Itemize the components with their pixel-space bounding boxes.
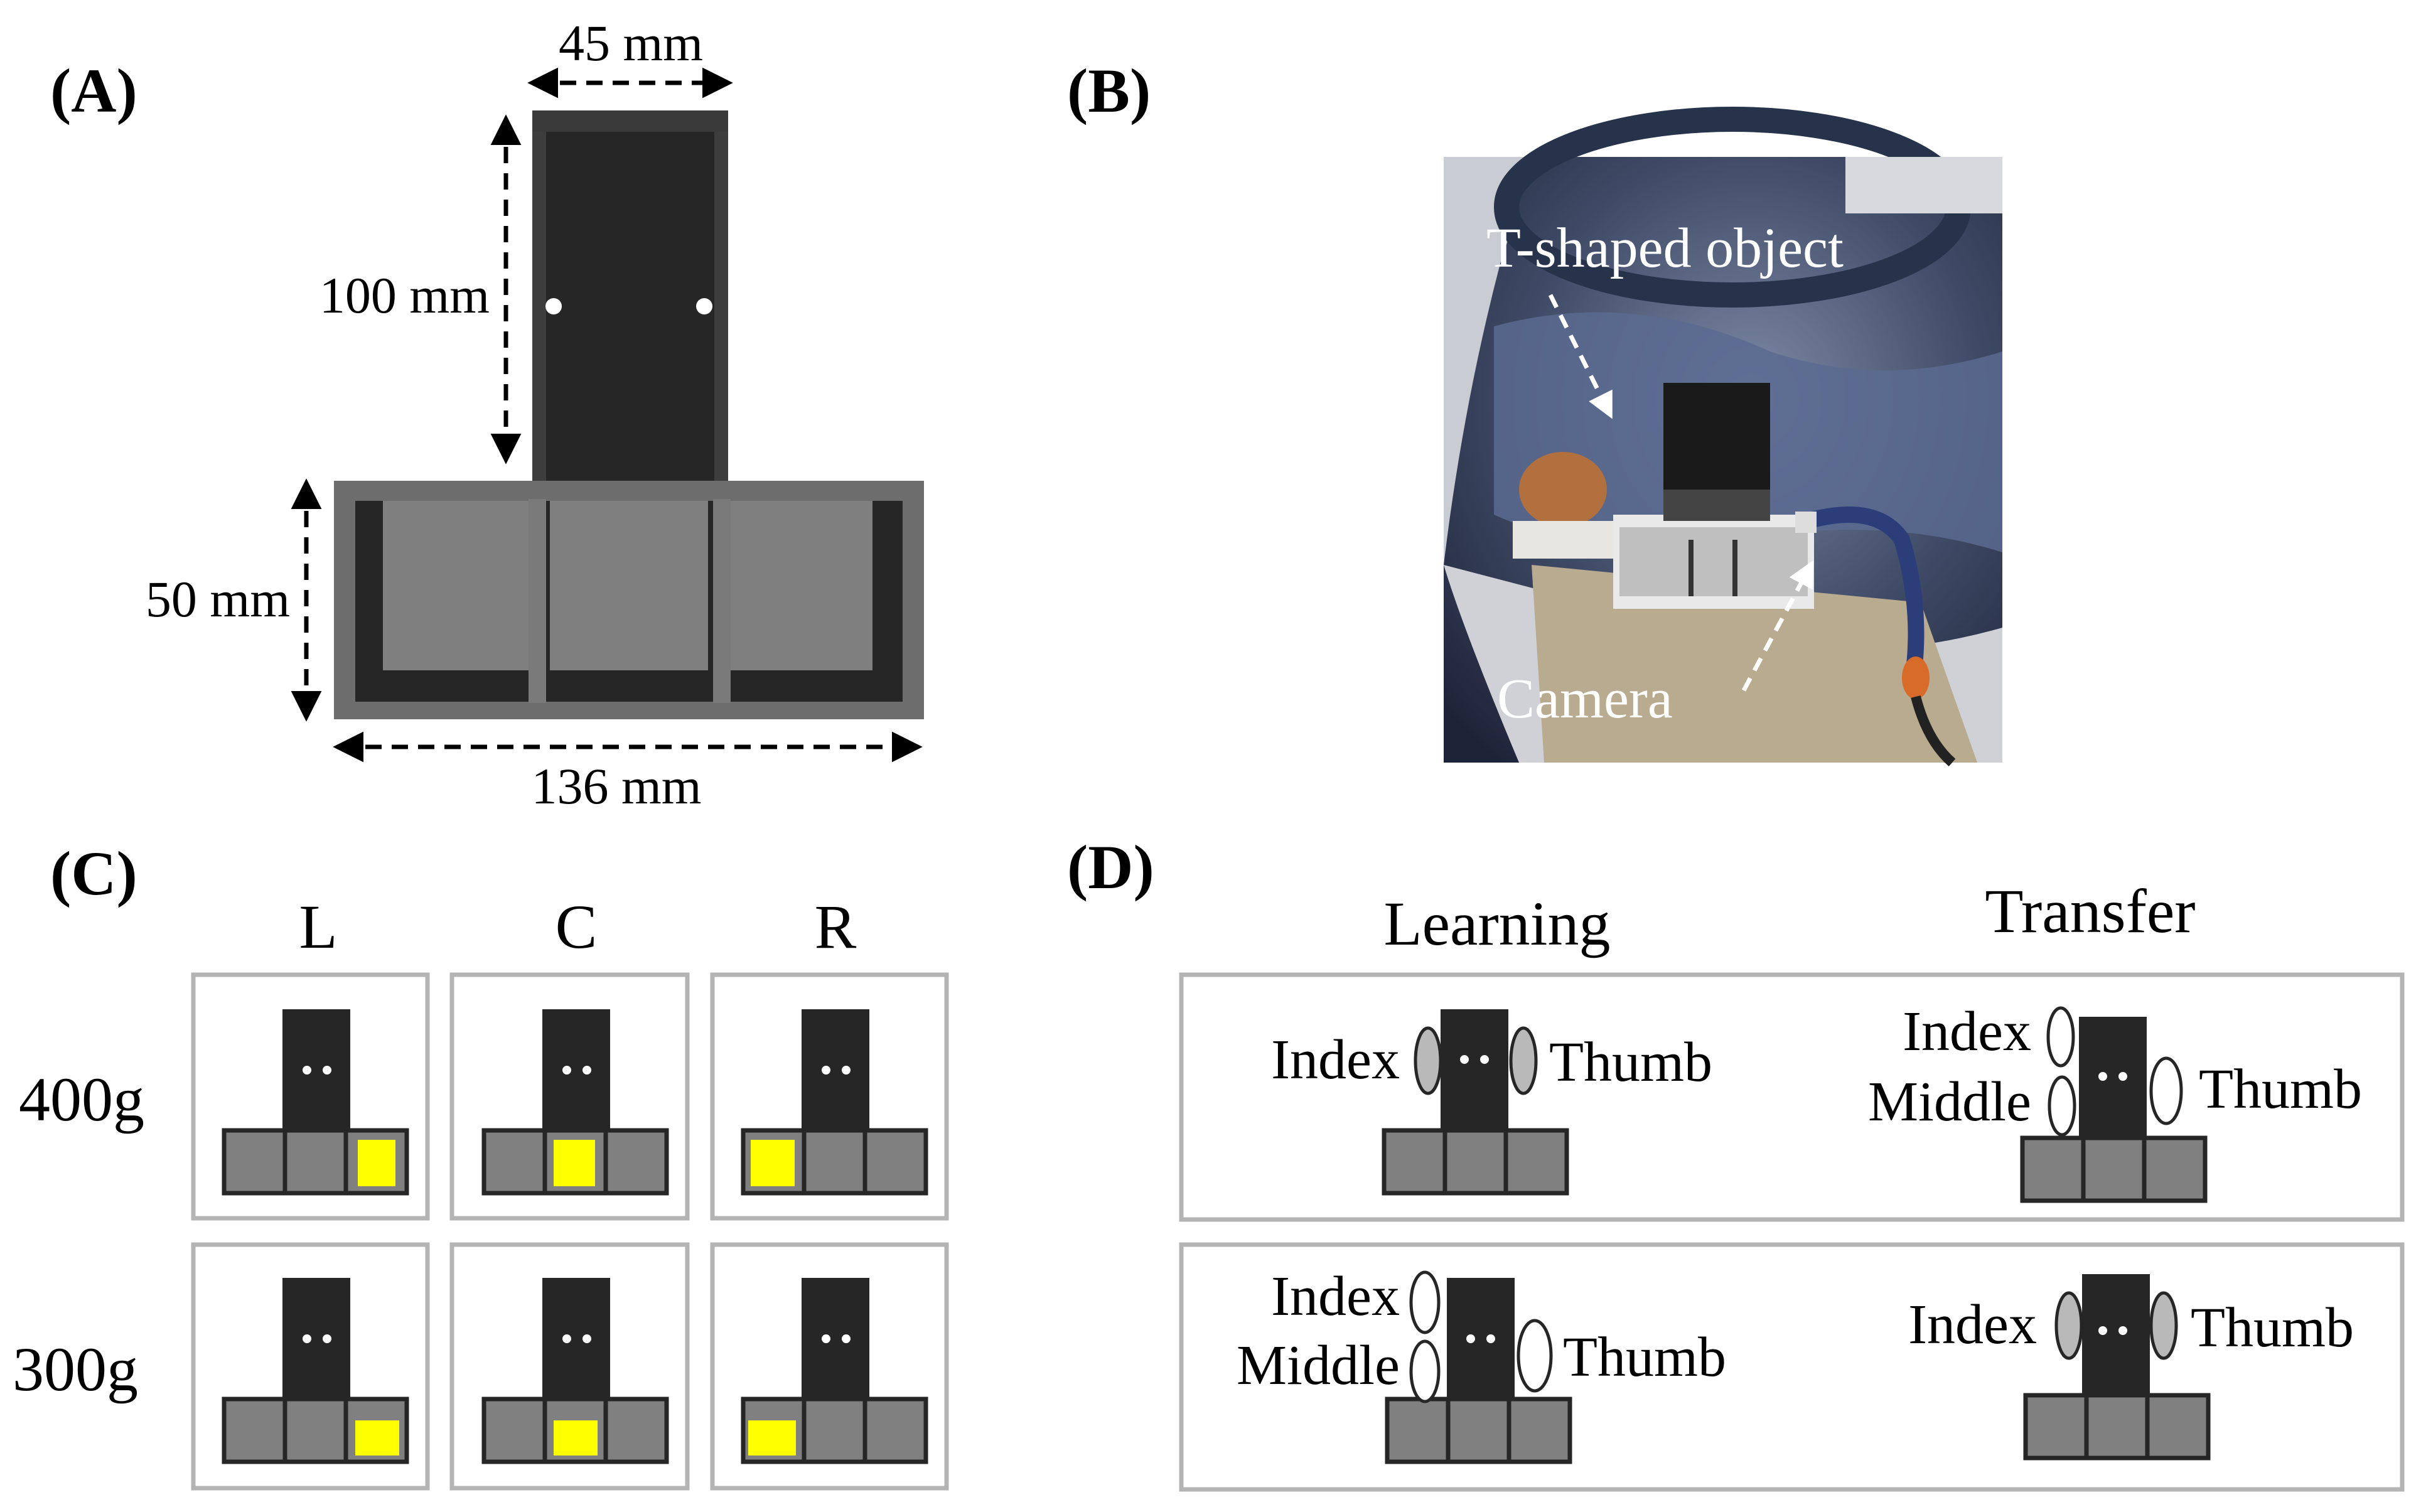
finger-pad bbox=[2046, 1006, 2075, 1068]
marker-dot bbox=[545, 298, 562, 314]
condition-300g-c bbox=[481, 1278, 669, 1464]
heading-transfer: Transfer bbox=[1985, 876, 2195, 946]
row-label-300g: 300g bbox=[13, 1334, 138, 1404]
finger-pad bbox=[2054, 1291, 2083, 1360]
dim-label-width-top: 45 mm bbox=[559, 14, 703, 72]
scanner-photo bbox=[1444, 107, 2002, 767]
condition-400g-l bbox=[222, 1009, 409, 1196]
column-label-c: C bbox=[556, 892, 598, 962]
finger-label-middle: Middle bbox=[1868, 1071, 2031, 1133]
condition-frame bbox=[449, 972, 690, 1221]
condition-frame bbox=[710, 972, 949, 1221]
finger-pad bbox=[2149, 1291, 2178, 1360]
object-base bbox=[334, 481, 924, 719]
pointer-camera bbox=[1741, 560, 1813, 692]
object-stem bbox=[532, 110, 728, 484]
finger-pad bbox=[1509, 1026, 1538, 1095]
finger-pad bbox=[1409, 1339, 1441, 1403]
panel-d-label: (D) bbox=[1067, 832, 1154, 902]
panel-b-label: (B) bbox=[1067, 56, 1151, 126]
weight-block bbox=[751, 1140, 795, 1186]
finger-label-middle: Middle bbox=[1237, 1334, 1400, 1397]
weight-block bbox=[355, 1420, 399, 1456]
condition-frame bbox=[1179, 972, 2405, 1222]
weight-block bbox=[554, 1140, 595, 1186]
finger-label-index: Index bbox=[1271, 1029, 1400, 1091]
dim-label-height-stem: 100 mm bbox=[319, 267, 490, 324]
condition-300g-r bbox=[741, 1278, 928, 1464]
row-label-400g: 400g bbox=[19, 1064, 144, 1134]
condition-frame bbox=[191, 972, 430, 1221]
finger-label-thumb: Thumb bbox=[2191, 1297, 2354, 1359]
condition-300g-l bbox=[222, 1278, 409, 1464]
dim-label-height-base: 50 mm bbox=[146, 571, 290, 628]
panel-a-label: (A) bbox=[50, 56, 137, 126]
finger-label-thumb: Thumb bbox=[2199, 1058, 2362, 1120]
grip-learning-bottom bbox=[1385, 1270, 1572, 1464]
marker-dot bbox=[696, 298, 712, 314]
weight-block bbox=[358, 1140, 395, 1186]
condition-frame bbox=[449, 1242, 690, 1491]
column-label-l: L bbox=[299, 892, 337, 962]
heading-learning: Learning bbox=[1384, 889, 1611, 958]
finger-label-index: Index bbox=[1908, 1294, 2037, 1356]
finger-pad bbox=[2149, 1056, 2183, 1125]
finger-label-index: Index bbox=[1271, 1265, 1400, 1327]
panel-d: (D) Learning Transfer Index Thumb bbox=[1067, 832, 2405, 1492]
grip-learning-top bbox=[1382, 1009, 1569, 1196]
panel-b: (B) T bbox=[1067, 56, 2002, 767]
finger-label-index: Index bbox=[1903, 1000, 2031, 1063]
grip-transfer-top bbox=[2020, 1006, 2208, 1203]
panel-c: (C) L C R 400g 300g bbox=[13, 839, 949, 1491]
finger-label-thumb: Thumb bbox=[1563, 1326, 1726, 1388]
finger-pad bbox=[2048, 1075, 2076, 1137]
grip-transfer-bottom bbox=[2023, 1274, 2211, 1461]
finger-pad bbox=[1409, 1270, 1441, 1334]
condition-400g-c bbox=[481, 1009, 669, 1196]
condition-400g-r bbox=[741, 1009, 928, 1196]
condition-frame bbox=[1179, 1242, 2405, 1492]
finger-label-thumb: Thumb bbox=[1549, 1031, 1712, 1093]
finger-pad bbox=[1414, 1026, 1442, 1095]
condition-frame bbox=[191, 1242, 430, 1491]
annotation-object: T-shaped object bbox=[1486, 217, 1844, 279]
dim-label-width-base: 136 mm bbox=[531, 758, 701, 815]
finger-pad bbox=[1517, 1319, 1553, 1393]
panel-c-label: (C) bbox=[50, 839, 137, 908]
condition-frame bbox=[710, 1242, 949, 1491]
annotation-camera: Camera bbox=[1497, 668, 1673, 730]
panel-a: (A) 45 mm 100 mm 50 mm 136 mm bbox=[50, 14, 924, 815]
weight-block bbox=[748, 1420, 796, 1456]
weight-block bbox=[554, 1420, 598, 1456]
column-label-r: R bbox=[815, 892, 857, 962]
